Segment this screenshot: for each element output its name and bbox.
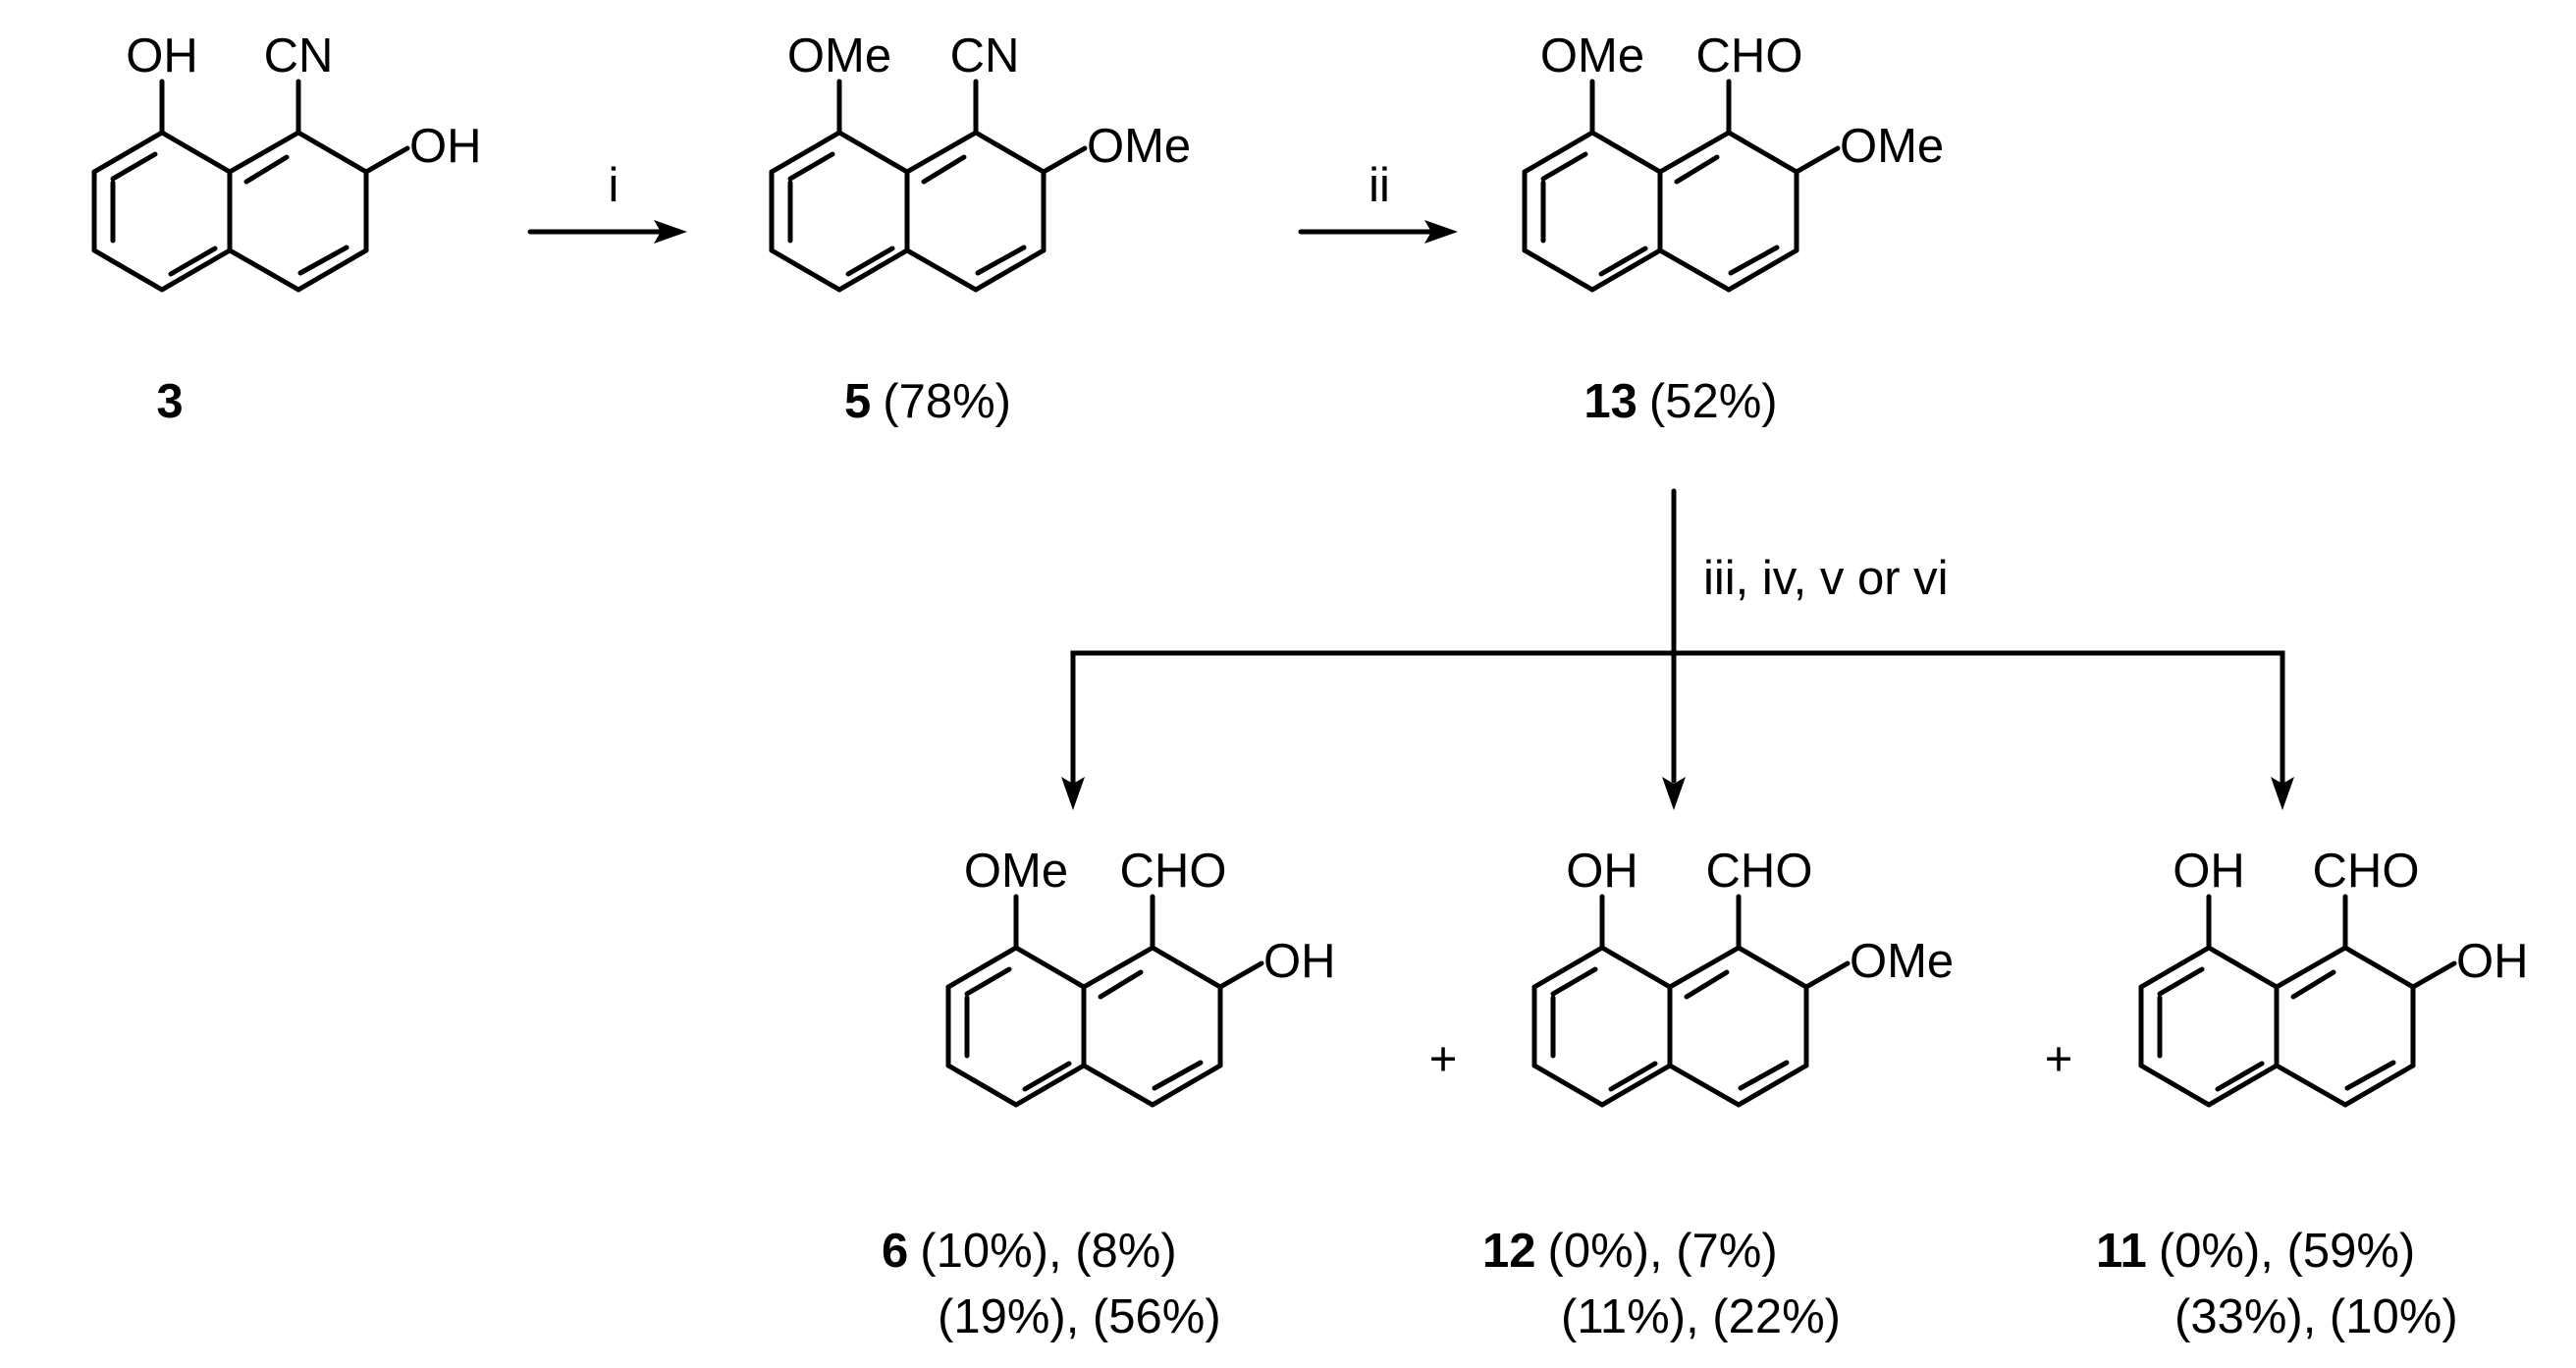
compound-5-structure: OMe CN OMe: [769, 29, 1191, 293]
compound-12-number: 12: [1482, 1225, 1536, 1278]
top-substituent: CHO: [1696, 29, 1803, 82]
ortho-substituent: OMe: [1840, 120, 1944, 173]
compound-11-yield: (0%), (59%): [2159, 1225, 2415, 1278]
ortho-substituent: OMe: [1087, 120, 1191, 173]
compound-6-number: 6: [882, 1225, 908, 1278]
peri-substituent: OH: [1566, 845, 1638, 898]
compound-5-number: 5: [844, 375, 871, 428]
arrow-step-i: [527, 220, 687, 244]
substituent-bonds: [1013, 894, 1264, 990]
naphthalene-skeleton: [2138, 945, 2416, 1108]
compound-12-yield-line2: (11%), (22%): [1561, 1290, 1841, 1343]
compound-12-label: 12(0%), (7%): [1482, 1225, 1778, 1278]
ortho-substituent: OH: [409, 120, 482, 173]
ortho-substituent: OMe: [1850, 935, 1954, 988]
compound-12-structure: OH CHO OMe: [1531, 845, 1954, 1108]
step-i-label: i: [609, 159, 619, 212]
ortho-substituent: OH: [1263, 935, 1336, 988]
plus-sign: +: [2045, 1033, 2073, 1086]
compound-12-yield: (0%), (7%): [1548, 1225, 1778, 1278]
top-substituent: CHO: [2313, 845, 2420, 898]
compound-6-label: 6(10%), (8%): [882, 1225, 1177, 1278]
top-substituent: CHO: [1706, 845, 1813, 898]
top-substituent: CN: [264, 29, 334, 82]
compound-11-structure: OH CHO OH: [2138, 845, 2529, 1108]
compound-6-structure: OMe CHO OH: [945, 845, 1336, 1108]
naphthalene-skeleton: [945, 945, 1223, 1108]
branch-arrow: [1061, 488, 2294, 810]
compound-11-number: 11: [2096, 1225, 2147, 1278]
peri-substituent: OH: [126, 29, 198, 82]
naphthalene-skeleton: [1522, 130, 1799, 293]
naphthalene-skeleton: [91, 130, 369, 293]
ortho-substituent: OH: [2456, 935, 2529, 988]
compound-13-number: 13: [1583, 375, 1637, 428]
compound-3-structure: OH CN OH: [91, 29, 482, 293]
arrow-step-ii: [1298, 220, 1458, 244]
substituent-bonds: [2206, 894, 2457, 990]
compound-13-yield: (52%): [1649, 375, 1778, 428]
compound-13-label: 13(52%): [1583, 375, 1777, 428]
substituent-bonds: [1589, 79, 1841, 175]
compound-6-yield: (10%), (8%): [920, 1225, 1176, 1278]
step-ii-label: ii: [1368, 159, 1390, 212]
naphthalene-skeleton: [1531, 945, 1809, 1108]
peri-substituent: OH: [2173, 845, 2245, 898]
compound-3-number: 3: [156, 375, 183, 428]
compound-13-structure: OMe CHO OMe: [1522, 29, 1944, 293]
substituent-bonds: [159, 79, 410, 175]
step-iii-vi-label: iii, iv, v or vi: [1703, 552, 1949, 605]
compound-11-label: 11(0%), (59%): [2096, 1225, 2415, 1278]
plus-sign: +: [1429, 1033, 1458, 1086]
peri-substituent: OMe: [964, 845, 1068, 898]
substituent-bonds: [1599, 894, 1851, 990]
top-substituent: CHO: [1120, 845, 1227, 898]
compound-11-yield-line2: (33%), (10%): [2174, 1290, 2458, 1343]
peri-substituent: OMe: [787, 29, 891, 82]
peri-substituent: OMe: [1540, 29, 1644, 82]
compound-5-label: 5(78%): [844, 375, 1011, 428]
top-substituent: CN: [950, 29, 1020, 82]
compound-6-yield-line2: (19%), (56%): [938, 1290, 1221, 1343]
compound-5-yield: (78%): [883, 375, 1011, 428]
substituent-bonds: [836, 79, 1088, 175]
naphthalene-skeleton: [769, 130, 1046, 293]
